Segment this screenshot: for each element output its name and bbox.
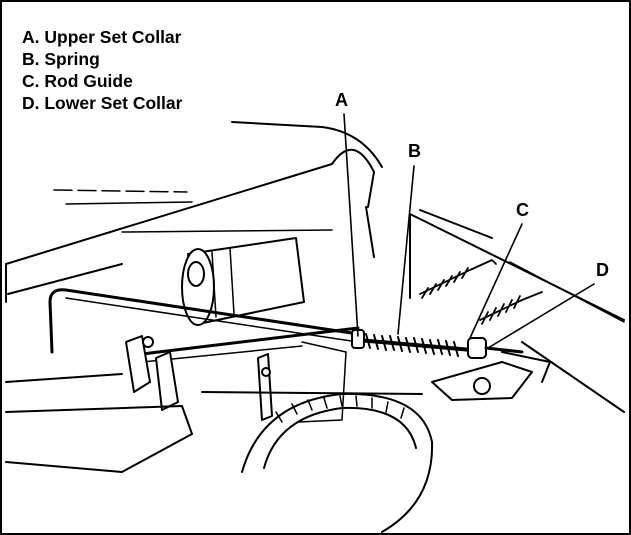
legend-item-c: C. Rod Guide xyxy=(22,71,133,91)
legend-item-d: D. Lower Set Collar xyxy=(22,93,183,113)
callout-label-d: D xyxy=(596,260,609,280)
side-panel xyxy=(409,209,625,413)
legend-item-a: A. Upper Set Collar xyxy=(22,27,182,47)
callout-label-a: A xyxy=(335,90,348,110)
mower-hood xyxy=(5,121,383,303)
tension-springs xyxy=(419,259,543,325)
callout-label-b: B xyxy=(408,141,421,161)
mower-deck xyxy=(5,351,551,473)
callout-leaders xyxy=(343,113,595,349)
rod-spring xyxy=(351,329,524,359)
lift-arms xyxy=(125,335,347,423)
legend-item-b: B. Spring xyxy=(22,49,100,69)
engine-cylinder xyxy=(181,237,305,326)
legend: A. Upper Set Collar B. Spring C. Rod Gui… xyxy=(22,26,182,114)
callout-label-c: C xyxy=(516,200,529,220)
mower-tire xyxy=(241,392,434,533)
